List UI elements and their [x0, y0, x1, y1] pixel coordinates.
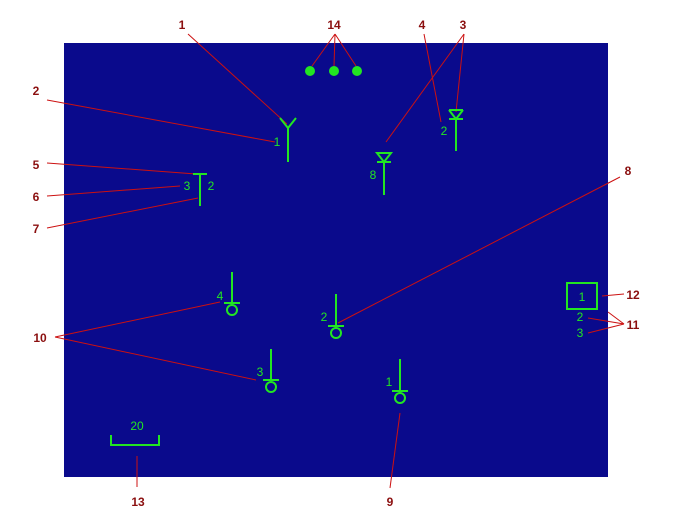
ground-symbol-2 — [328, 294, 344, 339]
leader-1 — [187, 33, 288, 125]
ground-symbol-1 — [392, 359, 408, 404]
leader-7 — [46, 197, 199, 229]
callout-11: 11 — [627, 318, 640, 332]
leader-8 — [337, 176, 621, 324]
callout-4: 4 — [419, 18, 426, 32]
callout-1: 1 — [179, 18, 186, 32]
ground-2-label: 2 — [321, 310, 328, 324]
triangle-right-label: 2 — [441, 124, 448, 138]
leader-3b — [385, 33, 465, 143]
box-sub-label-1: 2 — [577, 310, 584, 324]
square-box-symbol — [566, 282, 598, 310]
leader-14c — [334, 33, 357, 67]
leader-11a — [607, 311, 625, 325]
ground-3-label: 3 — [257, 365, 264, 379]
callout-2: 2 — [33, 84, 40, 98]
leader-14b — [333, 33, 336, 67]
t-bar-right-label: 2 — [208, 179, 215, 193]
ground-symbol-4 — [224, 272, 240, 316]
leader-3a — [455, 33, 465, 113]
scale-bracket — [110, 435, 160, 446]
leader-12 — [601, 293, 625, 297]
callout-7: 7 — [33, 222, 40, 236]
t-bar-symbol — [193, 173, 207, 206]
leader-4 — [423, 33, 442, 123]
leader-lines — [46, 33, 625, 489]
leader-9 — [389, 412, 401, 489]
t-bar-left-label: 3 — [184, 179, 191, 193]
box-sub-label-2: 3 — [577, 326, 584, 340]
callout-13: 13 — [131, 495, 145, 509]
box-label: 1 — [579, 290, 586, 304]
ground-4-label: 4 — [217, 289, 224, 303]
ground-symbol-3 — [263, 349, 279, 393]
triangle-antenna-middle — [374, 152, 394, 195]
symbols — [110, 66, 598, 446]
triangle-middle-label: 8 — [370, 168, 377, 182]
triangle-antenna-right — [448, 109, 464, 151]
symbol-labels: 1 2 8 3 2 4 2 3 1 1 2 3 20 — [130, 124, 585, 433]
callout-5: 5 — [33, 158, 40, 172]
dot-2 — [329, 66, 339, 76]
scale-label: 20 — [130, 419, 144, 433]
callout-10: 10 — [33, 331, 47, 345]
callout-14: 14 — [327, 18, 341, 32]
leader-10b — [54, 336, 257, 381]
y-antenna-symbol — [279, 117, 297, 162]
leader-10a — [54, 301, 221, 338]
leader-11b — [587, 317, 625, 325]
leader-5 — [46, 162, 197, 175]
dot-3 — [352, 66, 362, 76]
dot-1 — [305, 66, 315, 76]
callout-8: 8 — [625, 164, 632, 178]
callout-9: 9 — [387, 495, 394, 509]
callout-numbers: 1 2 3 4 5 6 7 8 9 10 11 12 13 14 — [33, 18, 640, 509]
ground-1-label: 1 — [386, 375, 393, 389]
leader-11c — [587, 323, 625, 334]
callout-12: 12 — [626, 288, 640, 302]
callout-3: 3 — [460, 18, 467, 32]
leader-6 — [46, 185, 181, 197]
leader-2 — [46, 99, 276, 143]
callout-6: 6 — [33, 190, 40, 204]
antenna-label: 1 — [274, 135, 281, 149]
diagram-panel — [64, 43, 608, 477]
leader-14a — [311, 33, 336, 67]
